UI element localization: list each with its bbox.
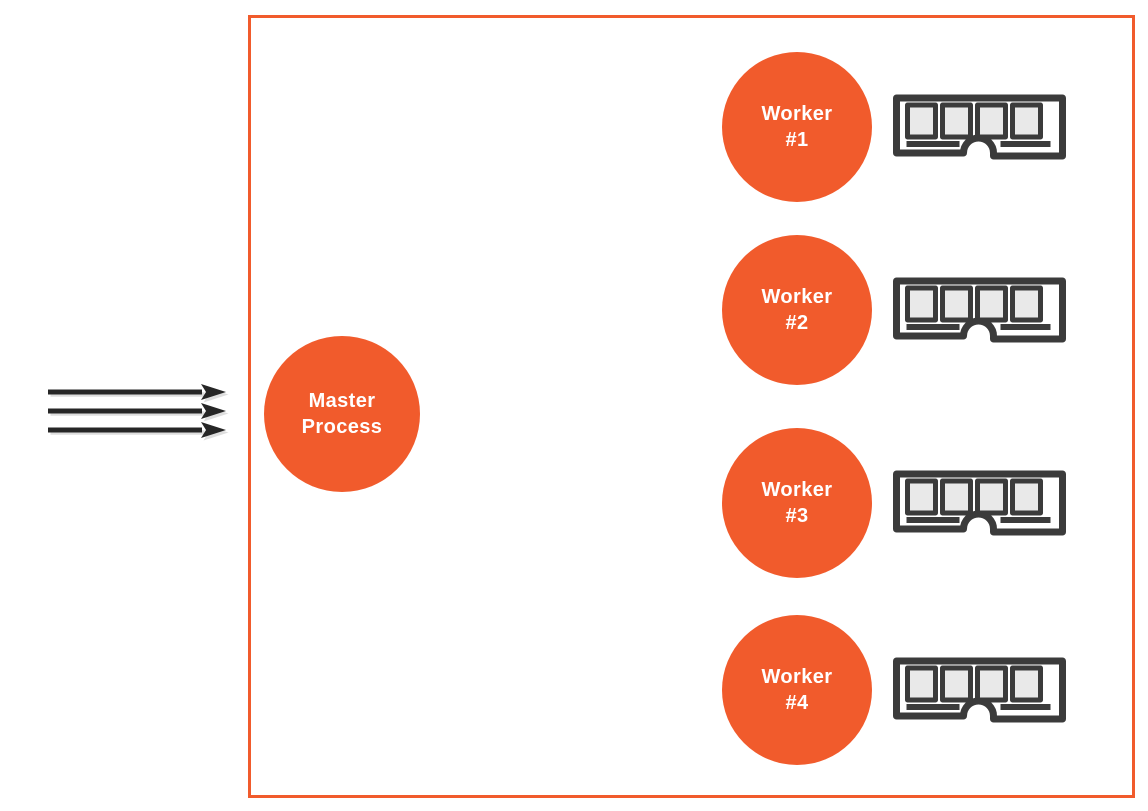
ram-stick-icon xyxy=(893,470,1066,536)
ram-stick-icon xyxy=(893,277,1066,343)
worker-4-node: Worker #4 xyxy=(722,615,872,765)
worker-1-node: Worker #1 xyxy=(722,52,872,202)
process-boundary-box xyxy=(248,15,1135,798)
worker-label-line1: Worker xyxy=(761,285,833,308)
worker-row-4: Worker #4 xyxy=(722,615,1067,765)
arrow-icon xyxy=(48,403,226,419)
arrow-icon xyxy=(48,422,226,438)
worker-label-line1: Worker xyxy=(761,665,833,688)
master-process-node: Master Process xyxy=(264,336,420,492)
incoming-arrows xyxy=(48,384,229,441)
worker-label-line2: #1 xyxy=(785,129,809,151)
master-label-line1: Master xyxy=(308,389,376,412)
worker-label-line2: #3 xyxy=(785,505,809,527)
worker-label-line1: Worker xyxy=(761,102,833,125)
ram-stick-icon xyxy=(893,94,1066,160)
worker-row-1: Worker #1 xyxy=(722,52,1067,202)
worker-label-line2: #4 xyxy=(785,692,809,714)
arrow-icon xyxy=(48,384,226,400)
ram-stick-icon xyxy=(893,657,1066,723)
master-label-line2: Process xyxy=(301,416,383,438)
worker-label-line1: Worker xyxy=(761,478,833,501)
worker-row-2: Worker #2 xyxy=(722,235,1067,385)
worker-row-3: Worker #3 xyxy=(722,428,1067,578)
worker-label-line2: #2 xyxy=(785,312,809,334)
worker-3-node: Worker #3 xyxy=(722,428,872,578)
worker-2-node: Worker #2 xyxy=(722,235,872,385)
